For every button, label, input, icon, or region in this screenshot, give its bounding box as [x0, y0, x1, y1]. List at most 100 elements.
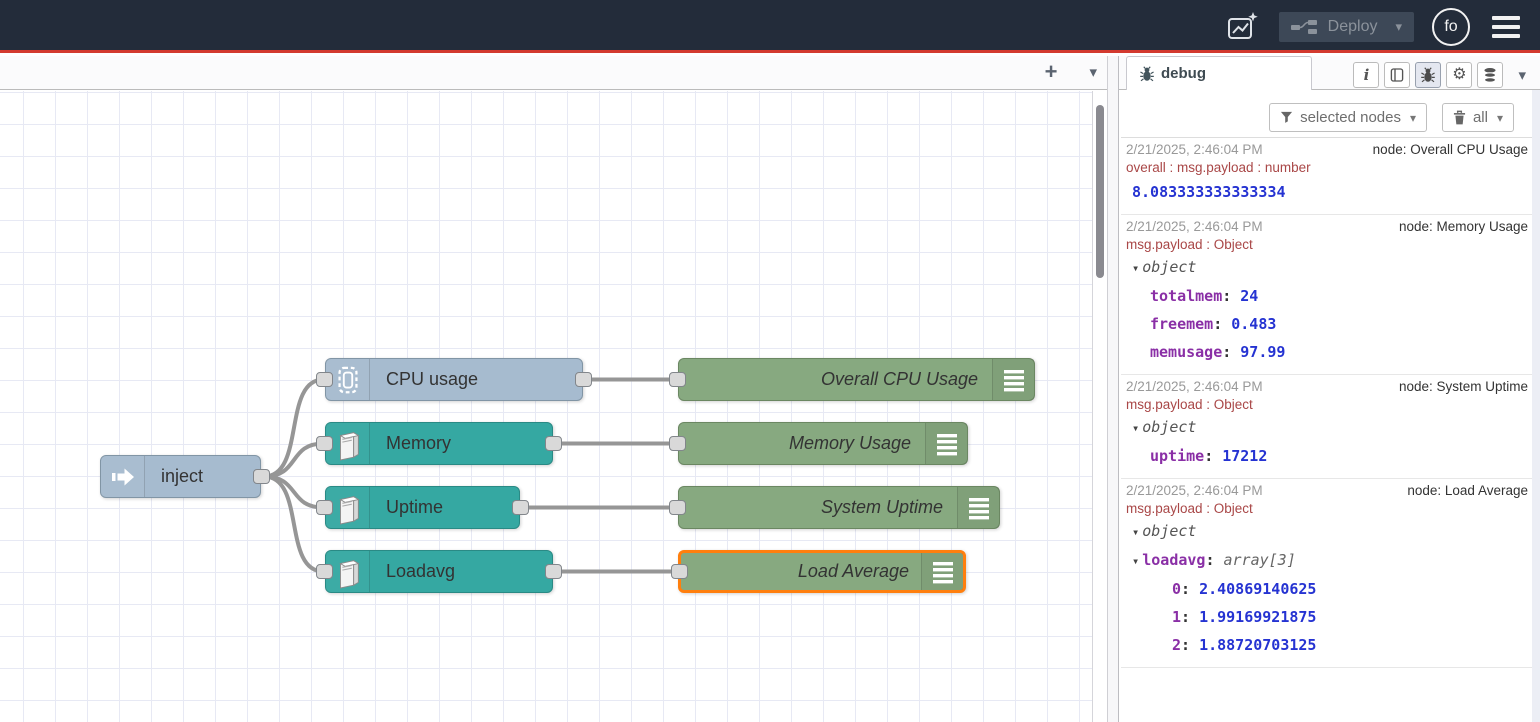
uptime-input-port[interactable] — [316, 499, 333, 515]
sidebar-scrollbar[interactable] — [1532, 90, 1540, 722]
debug-levels-icon — [992, 359, 1034, 400]
loadavg-output-port[interactable] — [545, 563, 562, 579]
debug-input-port[interactable] — [669, 435, 686, 451]
debug-levels-icon — [957, 487, 999, 528]
main-menu-icon[interactable] — [1488, 12, 1524, 42]
deploy-caret-icon[interactable]: ▾ — [1395, 18, 1402, 34]
debug-message-list: 2/21/2025, 2:46:04 PM node: Overall CPU … — [1121, 137, 1532, 668]
array-value: 1.99169921875 — [1199, 608, 1317, 626]
node-uptime[interactable]: Uptime — [316, 486, 529, 529]
filter-nodes-button[interactable]: selected nodes ▾ — [1269, 103, 1427, 132]
array-value: 2.40869140625 — [1199, 580, 1317, 598]
debug-toolbar: selected nodes ▾ all ▾ — [1119, 90, 1532, 137]
object-value: 17212 — [1222, 447, 1268, 465]
debug-levels-icon — [921, 553, 963, 590]
wire-inject-loadavg[interactable] — [263, 474, 324, 574]
flow-list-caret-icon[interactable]: ▾ — [1089, 64, 1097, 81]
collapse-caret-icon[interactable]: ▾ — [1132, 421, 1140, 435]
collapse-caret-icon[interactable]: ▾ — [1132, 525, 1140, 539]
memory-input-port[interactable] — [316, 435, 333, 451]
node-label: Memory Usage — [788, 433, 911, 453]
debug-message: 2/21/2025, 2:46:04 PM node: Overall CPU … — [1121, 138, 1532, 215]
node-debug-load-average[interactable]: Load Average — [671, 550, 1000, 593]
config-tab-button[interactable]: ⚙ — [1446, 62, 1473, 88]
funnel-icon — [1280, 111, 1293, 123]
cpu-input-port[interactable] — [316, 371, 333, 387]
node-label: CPU usage — [386, 369, 479, 389]
computer-tower-icon — [326, 551, 370, 592]
sidebar-menu-caret-icon[interactable]: ▾ — [1518, 67, 1526, 84]
debug-input-port[interactable] — [669, 371, 686, 387]
object-key: freemem — [1150, 315, 1231, 333]
book-icon — [1391, 68, 1404, 82]
node-debug-overall-cpu[interactable]: Overall CPU Usage — [669, 358, 1071, 401]
flow-canvas[interactable]: inject CPU usage Memory — [0, 91, 1093, 722]
info-icon: i — [1363, 66, 1370, 84]
array-type: array[3] — [1223, 551, 1296, 569]
user-avatar[interactable]: fo — [1432, 7, 1470, 46]
node-loadavg[interactable]: Loadavg — [316, 550, 562, 593]
tab-debug-label: debug — [1161, 65, 1206, 82]
info-tab-button[interactable]: i — [1353, 62, 1380, 88]
sidebar: debug i ⚙ — [1119, 56, 1540, 722]
node-label: Memory — [386, 433, 452, 453]
message-property: msg.payload : Object — [1126, 237, 1253, 252]
sidebar-resize-handle[interactable] — [1107, 56, 1119, 722]
context-tab-button[interactable] — [1477, 62, 1504, 88]
caret-down-icon: ▾ — [1496, 110, 1503, 125]
object-value: 24 — [1240, 287, 1259, 305]
node-label: inject — [161, 466, 204, 486]
debug-input-port[interactable] — [669, 499, 686, 515]
wire-layer — [263, 377, 677, 574]
deploy-button[interactable]: Deploy ▾ — [1278, 11, 1414, 42]
add-flow-button[interactable]: + — [1044, 59, 1058, 84]
help-tab-button[interactable] — [1384, 62, 1411, 88]
collapse-caret-icon[interactable]: ▾ — [1132, 261, 1140, 275]
node-inject[interactable]: inject — [66, 455, 270, 498]
node-debug-system-uptime[interactable]: System Uptime — [669, 486, 1036, 529]
object-type: object — [1142, 522, 1197, 540]
database-icon — [1484, 67, 1497, 83]
bug-icon — [1140, 65, 1154, 81]
object-value: 97.99 — [1240, 343, 1286, 361]
node-label: Loadavg — [386, 561, 456, 581]
node-memory[interactable]: Memory — [316, 422, 562, 465]
message-timestamp: 2/21/2025, 2:46:04 PM — [1126, 219, 1263, 234]
array-index: 0 — [1172, 580, 1199, 598]
computer-tower-icon — [326, 423, 370, 464]
cpu-output-port[interactable] — [575, 371, 592, 387]
node-cpu-usage[interactable]: CPU usage — [316, 358, 592, 401]
object-key: loadavg — [1142, 551, 1223, 569]
debug-message: 2/21/2025, 2:46:04 PM node: Memory Usage… — [1121, 215, 1532, 375]
canvas-vscrollbar[interactable] — [1093, 91, 1107, 722]
uptime-output-port[interactable] — [512, 499, 529, 515]
inject-output-port[interactable] — [253, 468, 270, 484]
wire-inject-uptime[interactable] — [263, 474, 324, 510]
collapse-caret-icon[interactable]: ▾ — [1132, 554, 1140, 568]
message-property: msg.payload : Object — [1126, 397, 1253, 412]
deploy-label: Deploy — [1327, 17, 1378, 35]
memory-output-port[interactable] — [545, 435, 562, 451]
wire-inject-memory[interactable] — [263, 441, 324, 479]
message-source-node: node: System Uptime — [1398, 379, 1528, 394]
wire-inject-cpu[interactable] — [263, 377, 324, 479]
object-value: 0.483 — [1231, 315, 1277, 333]
deploy-icon — [1290, 19, 1318, 35]
assistant-icon[interactable] — [1225, 9, 1261, 45]
debug-tab-button[interactable] — [1415, 62, 1442, 88]
filter-label: selected nodes — [1300, 109, 1401, 126]
message-property: overall : msg.payload : number — [1126, 160, 1311, 175]
node-debug-memory-usage[interactable]: Memory Usage — [669, 422, 1004, 465]
tab-debug[interactable]: debug — [1126, 56, 1312, 90]
debug-input-port[interactable] — [671, 564, 688, 579]
message-timestamp: 2/21/2025, 2:46:04 PM — [1126, 483, 1263, 498]
message-timestamp: 2/21/2025, 2:46:04 PM — [1126, 142, 1263, 157]
clear-messages-button[interactable]: all ▾ — [1441, 103, 1514, 132]
sidebar-tabbar: debug i ⚙ — [1119, 56, 1540, 90]
loadavg-input-port[interactable] — [316, 563, 333, 579]
node-label: Uptime — [386, 497, 444, 517]
object-key: uptime — [1150, 447, 1222, 465]
message-value: 8.083333333333334 — [1132, 183, 1286, 201]
canvas-vscrollbar-thumb[interactable] — [1096, 105, 1104, 278]
trash-icon — [1453, 110, 1466, 125]
